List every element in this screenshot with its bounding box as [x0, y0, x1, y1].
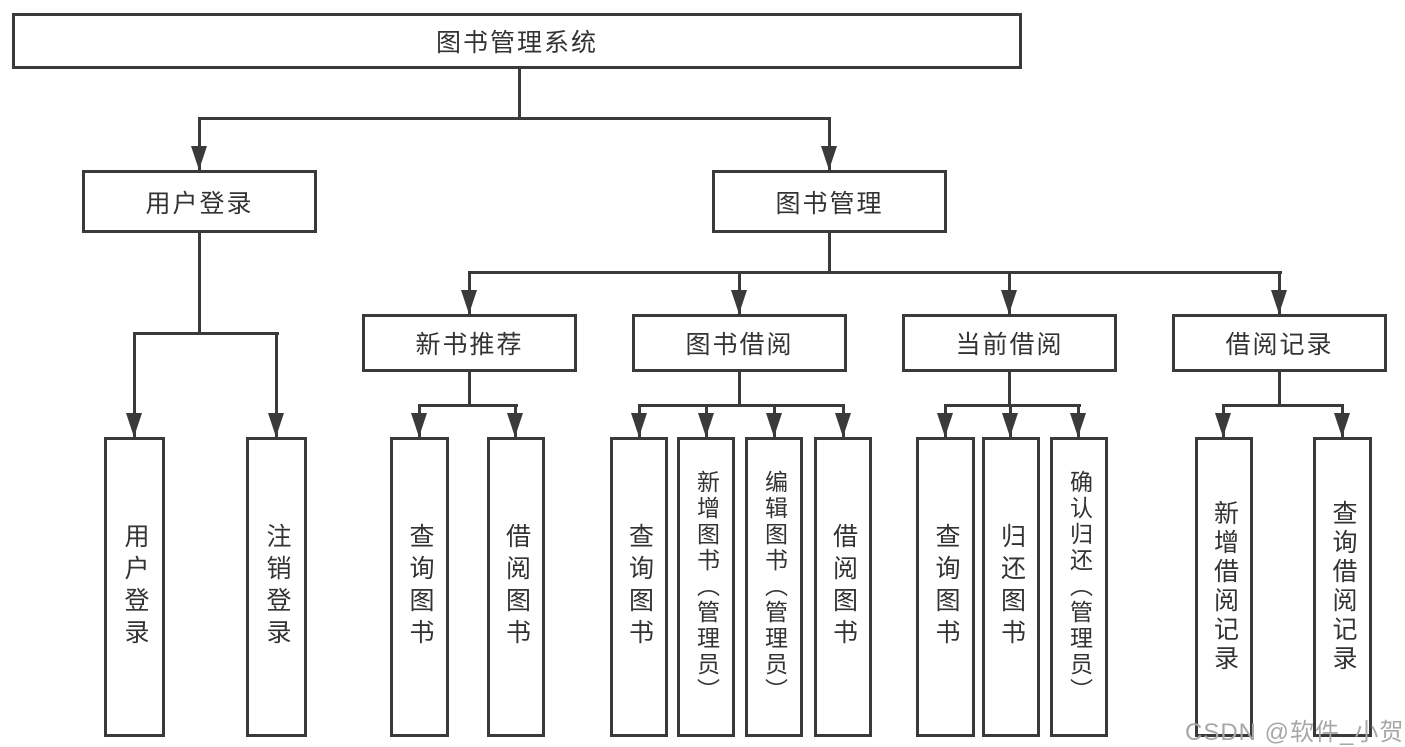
connector-line [198, 233, 201, 335]
leaf-query-books-recommend-label: 查询图书 [406, 523, 434, 651]
node-book-borrowing: 图书借阅 [632, 314, 847, 372]
node-current-borrowing: 当前借阅 [902, 314, 1117, 372]
leaf-query-books-borrowing: 查询图书 [610, 437, 668, 737]
arrow-down-icon [1001, 290, 1017, 314]
arrow-down-icon [821, 146, 837, 170]
arrow-down-icon [191, 146, 207, 170]
leaf-logout-login: 注销登录 [246, 437, 307, 737]
leaf-borrow-books: 借阅图书 [814, 437, 872, 737]
node-book-management-label: 图书管理 [775, 189, 884, 218]
arrow-down-icon [1070, 413, 1086, 437]
leaf-user-login-label: 用户登录 [121, 523, 149, 651]
leaf-add-books-admin-label: 新增图书（管理员） [693, 470, 720, 704]
leaf-borrow-books-recommend-label: 借阅图书 [502, 523, 531, 651]
leaf-query-books-recommend: 查询图书 [390, 437, 449, 737]
leaf-query-borrow-record-label: 查询借阅记录 [1329, 500, 1357, 674]
leaf-query-books-current-label: 查询图书 [932, 523, 960, 651]
arrow-down-icon [461, 290, 477, 314]
leaf-return-books-label: 归还图书 [997, 523, 1026, 651]
arrow-down-icon [766, 413, 782, 437]
arrow-down-icon [1334, 413, 1350, 437]
leaf-add-borrow-record-label: 新增借阅记录 [1210, 500, 1239, 674]
connector-line [638, 404, 845, 407]
leaf-edit-books-admin: 编辑图书（管理员） [745, 437, 803, 737]
leaf-query-books-borrowing-label: 查询图书 [625, 523, 654, 651]
connector-line [1008, 372, 1011, 407]
arrow-down-icon [126, 413, 142, 437]
leaf-edit-books-admin-label: 编辑图书（管理员） [761, 470, 788, 704]
node-new-book-recommend-label: 新书推荐 [415, 331, 524, 359]
leaf-return-books: 归还图书 [982, 437, 1040, 737]
connector-line [468, 271, 1282, 274]
connector-line [944, 404, 1081, 407]
connector-line [738, 372, 741, 407]
leaf-confirm-return-admin: 确认归还（管理员） [1050, 437, 1108, 737]
node-root: 图书管理系统 [12, 13, 1022, 69]
leaf-confirm-return-admin-label: 确认归还（管理员） [1066, 470, 1093, 704]
connector-line [1278, 372, 1281, 407]
connector-line [198, 117, 201, 170]
leaf-logout-login-label: 注销登录 [263, 523, 291, 651]
leaf-user-login: 用户登录 [104, 437, 165, 737]
node-current-borrowing-label: 当前借阅 [955, 331, 1064, 359]
connector-line [828, 233, 831, 274]
arrow-down-icon [937, 413, 953, 437]
connector-line [198, 117, 831, 120]
arrow-down-icon [1002, 413, 1018, 437]
arrow-down-icon [268, 413, 284, 437]
connector-line [275, 332, 278, 437]
node-user-login: 用户登录 [82, 170, 317, 233]
connector-line [133, 332, 136, 437]
arrow-down-icon [1271, 290, 1287, 314]
arrow-down-icon [631, 413, 647, 437]
leaf-query-borrow-record: 查询借阅记录 [1313, 437, 1372, 737]
leaf-add-books-admin: 新增图书（管理员） [677, 437, 735, 737]
connector-line [518, 69, 521, 118]
node-borrowing-records-label: 借阅记录 [1225, 331, 1334, 359]
connector-line [418, 404, 518, 407]
leaf-add-borrow-record: 新增借阅记录 [1195, 437, 1253, 737]
node-user-login-label: 用户登录 [145, 189, 254, 218]
connector-line [133, 332, 279, 335]
leaf-borrow-books-recommend: 借阅图书 [487, 437, 545, 737]
leaf-borrow-books-label: 借阅图书 [829, 523, 858, 651]
arrow-down-icon [1215, 413, 1231, 437]
arrow-down-icon [507, 413, 523, 437]
arrow-down-icon [411, 413, 427, 437]
connector-line [468, 372, 471, 407]
node-book-borrowing-label: 图书借阅 [685, 331, 794, 359]
node-root-label: 图书管理系统 [435, 29, 598, 57]
arrow-down-icon [835, 413, 851, 437]
arrow-down-icon [698, 413, 714, 437]
node-book-management: 图书管理 [712, 170, 947, 233]
leaf-query-books-current: 查询图书 [916, 437, 975, 737]
node-borrowing-records: 借阅记录 [1172, 314, 1387, 372]
arrow-down-icon [731, 290, 747, 314]
node-new-book-recommend: 新书推荐 [362, 314, 577, 372]
csdn-watermark: CSDN @软件_小贺同学 [1185, 719, 1405, 746]
connector-line [1222, 404, 1344, 407]
connector-line [828, 117, 831, 170]
